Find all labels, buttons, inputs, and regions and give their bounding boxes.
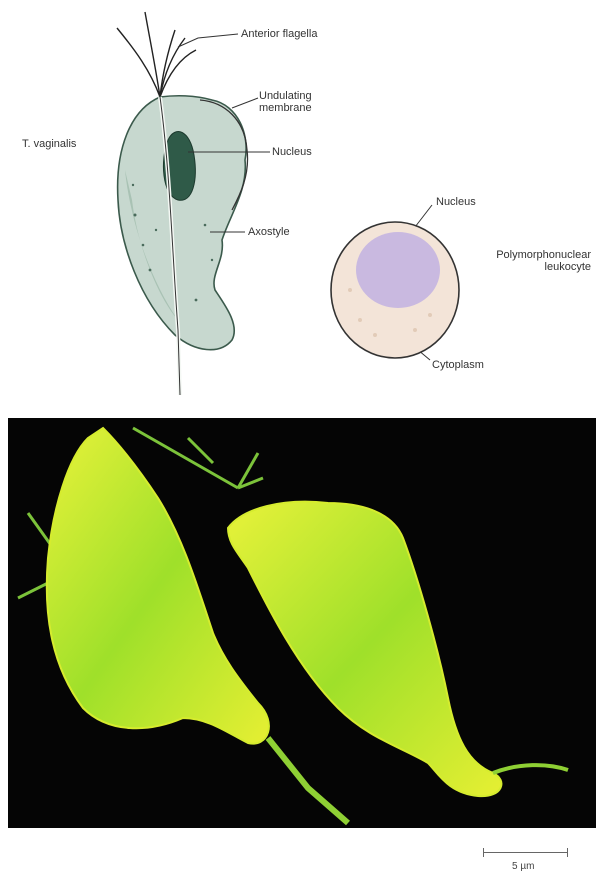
label-leukocyte: Polymorphonuclear leukocyte xyxy=(486,249,591,273)
sem-micrograph xyxy=(8,418,596,828)
anterior-flagella xyxy=(117,12,196,97)
scale-bar-tick-right xyxy=(567,848,568,857)
sem-trichomonad-left xyxy=(47,428,269,744)
trichomonas-illustration xyxy=(0,0,601,410)
trichomonas-body xyxy=(118,96,248,395)
label-axostyle: Axostyle xyxy=(248,226,290,238)
label-species: T. vaginalis xyxy=(22,138,76,150)
sem-trichomonad-right xyxy=(228,502,501,796)
scale-bar-line xyxy=(483,852,568,853)
scale-bar-label: 5 µm xyxy=(512,861,534,872)
scale-bar-tick-left xyxy=(483,848,484,857)
label-cytoplasm: Cytoplasm xyxy=(432,359,484,371)
label-undulating-membrane: Undulating membrane xyxy=(259,90,339,114)
label-nucleus-leukocyte: Nucleus xyxy=(436,196,476,208)
label-nucleus-trichomonas: Nucleus xyxy=(272,146,312,158)
label-flagella: Anterior flagella xyxy=(241,28,317,40)
leukocyte xyxy=(331,222,459,358)
